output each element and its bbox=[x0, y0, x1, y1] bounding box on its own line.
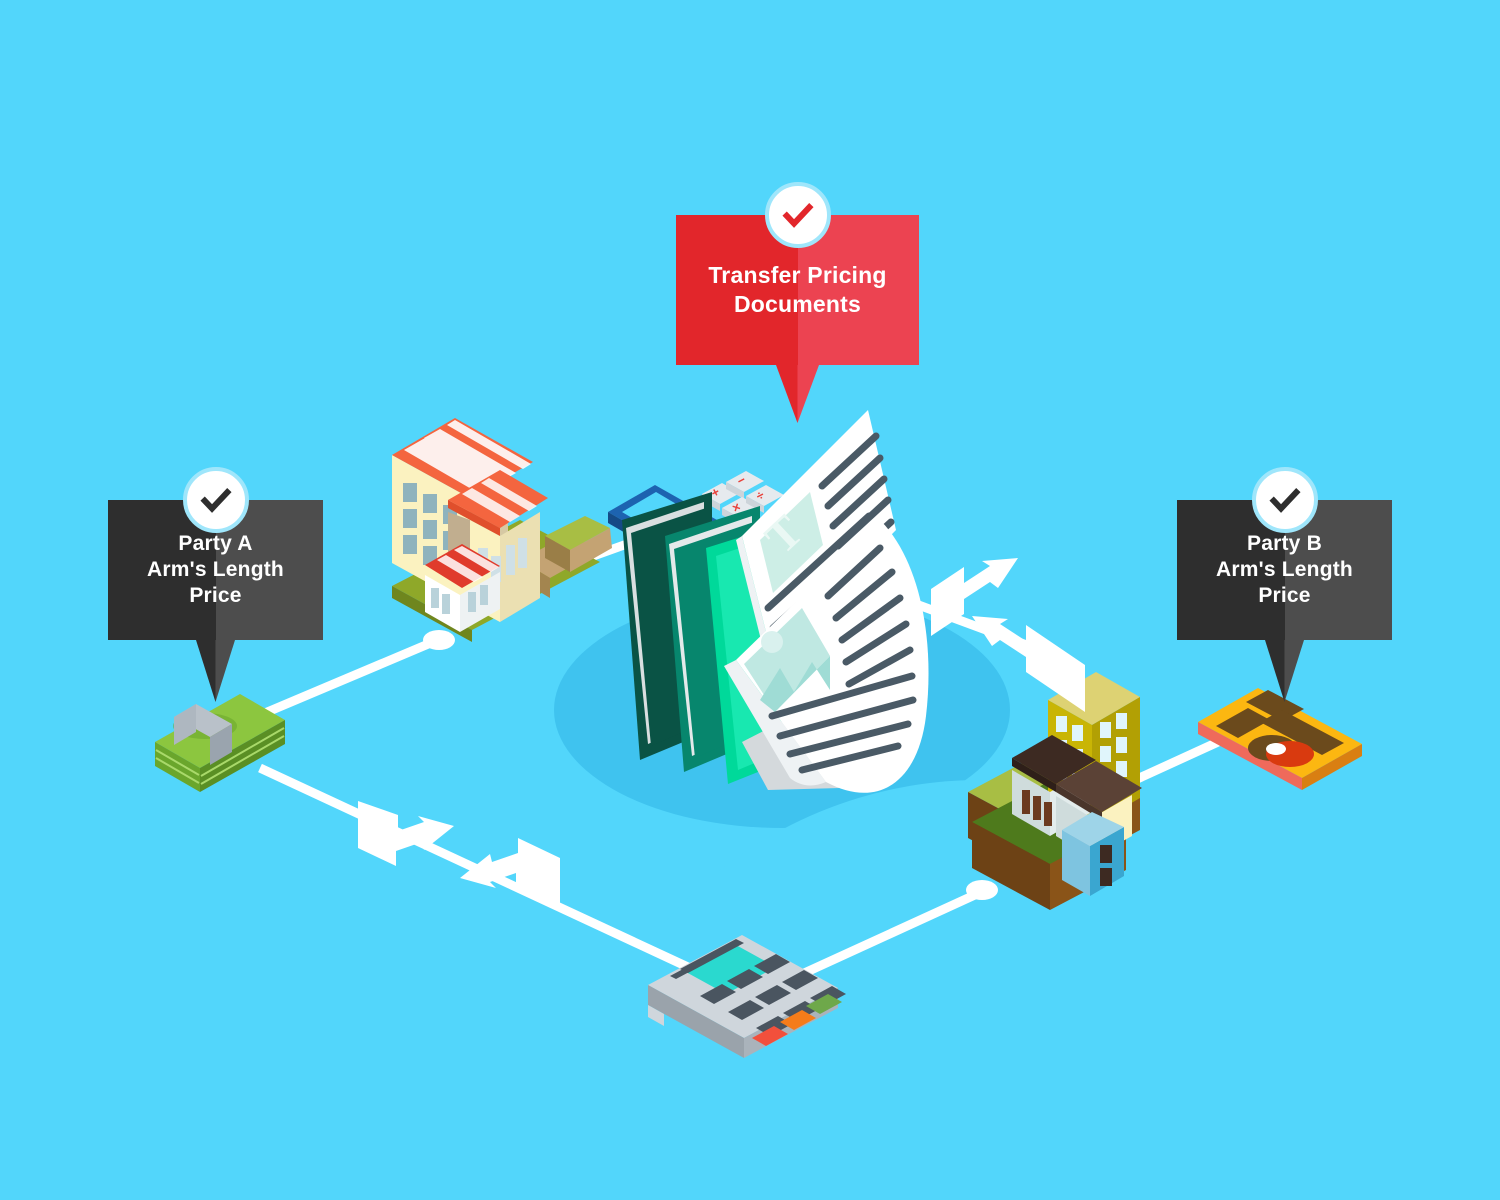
credit-card-icon bbox=[1198, 688, 1362, 790]
callout-party-a[interactable]: Party A Arm's Length Price bbox=[108, 467, 323, 702]
callout-line-3: Price bbox=[1258, 584, 1311, 608]
arrow-exchange-right-inbound bbox=[972, 616, 1085, 712]
money-stack bbox=[155, 694, 285, 792]
arrow-exchange-right-outbound bbox=[931, 558, 1018, 636]
callout-line-3: Price bbox=[189, 584, 242, 608]
arrow-exchange-bottom-inbound bbox=[460, 838, 560, 906]
callout-line-2: Arm's Length bbox=[147, 557, 284, 581]
check-icon bbox=[1268, 488, 1301, 513]
document-page-curled bbox=[724, 520, 929, 793]
connector-terminal-to-building-b bbox=[798, 883, 992, 980]
callout-party-b-tail bbox=[1265, 640, 1304, 702]
check-icon bbox=[781, 203, 814, 228]
callout-party-b[interactable]: Party B Arm's Length Price bbox=[1177, 467, 1392, 702]
connector-endpoint-dot-c bbox=[966, 880, 998, 900]
callout-transfer-pricing-documents[interactable]: Transfer Pricing Documents bbox=[676, 182, 919, 423]
check-badge-party-b bbox=[1251, 467, 1318, 533]
document-page-top: T bbox=[736, 410, 896, 660]
callout-documents-text: Transfer Pricing Documents bbox=[700, 261, 894, 318]
connector-endpoint-dot-a bbox=[423, 630, 455, 650]
card-terminal-icon bbox=[648, 935, 846, 1058]
callout-party-a-tail bbox=[196, 640, 235, 702]
callout-documents-tail bbox=[776, 365, 819, 423]
callout-line-2: Documents bbox=[733, 291, 862, 317]
callout-party-a-text: Party A Arm's Length Price bbox=[139, 531, 292, 609]
callout-party-b-text: Party B Arm's Length Price bbox=[1208, 531, 1361, 609]
callout-line-2: Arm's Length bbox=[1216, 557, 1353, 581]
callout-documents-body: Transfer Pricing Documents bbox=[676, 215, 919, 365]
office-building-left bbox=[392, 418, 612, 642]
check-icon bbox=[199, 488, 232, 513]
arrow-exchange-bottom-outbound bbox=[358, 801, 454, 866]
callout-line-1: Transfer Pricing bbox=[708, 262, 887, 289]
callout-line-1: Party B bbox=[1247, 531, 1322, 555]
callout-line-1: Party A bbox=[178, 531, 253, 555]
check-badge-party-a bbox=[182, 467, 249, 533]
check-badge-documents bbox=[764, 182, 831, 248]
office-building-right bbox=[968, 672, 1142, 910]
